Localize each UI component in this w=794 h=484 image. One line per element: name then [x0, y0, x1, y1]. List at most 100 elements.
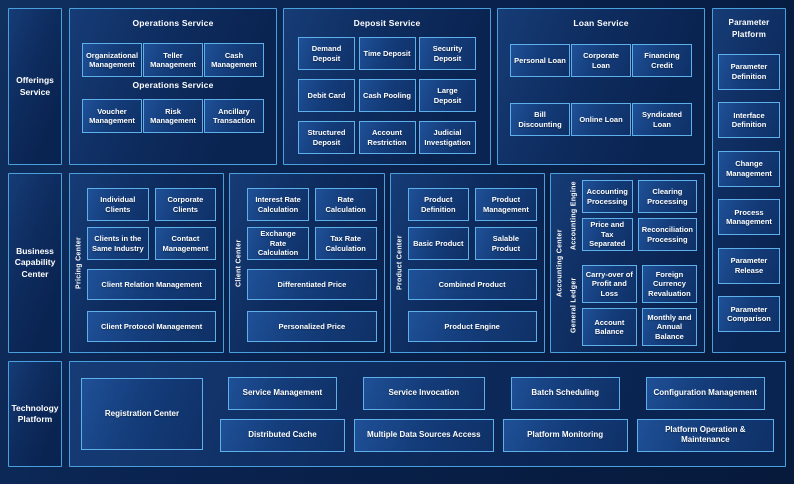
deposit-row-3: Structured Deposit Account Restriction J… — [296, 121, 478, 154]
box-contact-management: Contact Management — [154, 227, 217, 260]
box-accounting-processing: Accounting Processing — [581, 180, 633, 213]
panel-operations-service: Operations Service Organizational Manage… — [69, 8, 277, 165]
operations-service-title: Operations Service — [132, 18, 214, 28]
box-ancillary-transaction: Ancillary Transaction — [204, 99, 264, 133]
accounting-engine-group: Accounting Engine Accounting Processing … — [568, 180, 697, 251]
box-debit-card: Debit Card — [298, 79, 355, 112]
product-grid: Product Definition Product Management Ba… — [407, 188, 537, 260]
box-rate-calculation: Rate Calculation — [314, 188, 377, 221]
box-individual-clients: Individual Clients — [87, 188, 149, 221]
accounting-engine-side-label: Accounting Engine — [570, 181, 578, 250]
panel-parameter-platform: Parameter Platform Parameter Definition … — [712, 8, 786, 353]
box-security-deposit: Security Deposit — [419, 37, 476, 70]
box-personalized-price: Personalized Price — [247, 311, 377, 342]
box-interest-rate-calculation: Interest Rate Calculation — [247, 188, 309, 221]
box-personal-loan: Personal Loan — [510, 44, 570, 77]
panel-deposit-service: Deposit Service Demand Deposit Time Depo… — [283, 8, 491, 165]
box-batch-scheduling: Batch Scheduling — [510, 376, 620, 410]
box-corporate-clients: Corporate Clients — [154, 188, 217, 221]
pricing-center-content: Individual Clients Corporate Clients Cli… — [87, 180, 217, 346]
box-exchange-rate-calculation: Exchange Rate Calculation — [247, 227, 309, 260]
offerings-service-label: Offerings Service — [8, 8, 62, 165]
parameter-platform-title: Parameter Platform — [729, 17, 770, 41]
box-foreign-currency-revaluation: Foreign Currency Revaluation — [641, 265, 697, 303]
box-basic-product: Basic Product — [407, 227, 470, 260]
operations-row-2: Voucher Management Risk Management Ancil… — [82, 99, 264, 133]
loan-service-title: Loan Service — [573, 18, 629, 28]
box-clearing-processing: Clearing Processing — [637, 180, 697, 213]
box-account-balance: Account Balance — [581, 308, 637, 346]
box-tax-rate-calculation: Tax Rate Calculation — [314, 227, 377, 260]
panel-loan-service: Loan Service Personal Loan Corporate Loa… — [497, 8, 705, 165]
panel-client-center: Client Center Interest Rate Calculation … — [229, 173, 385, 353]
box-combined-product: Combined Product — [407, 269, 537, 300]
box-platform-monitoring: Platform Monitoring — [502, 418, 628, 452]
box-online-loan: Online Loan — [571, 103, 631, 136]
box-price-and-tax-separated: Price and Tax Separated — [581, 218, 633, 251]
accounting-center-side-label: Accounting Center — [556, 229, 564, 297]
box-platform-operation-maintenance: Platform Operation & Maintenance — [636, 418, 774, 452]
box-process-management: Process Management — [718, 199, 780, 235]
box-carry-over-profit-loss: Carry-over of Profit and Loss — [581, 265, 637, 303]
accounting-groups: Accounting Engine Accounting Processing … — [568, 180, 697, 346]
box-distributed-cache: Distributed Cache — [220, 418, 345, 452]
deposit-row-2: Debit Card Cash Pooling Large Deposit — [296, 79, 478, 112]
client-grid: Interest Rate Calculation Rate Calculati… — [247, 188, 377, 260]
operations-service-subtitle: Operations Service — [132, 80, 214, 90]
general-ledger-group: General Ledger Carry-over of Profit and … — [568, 265, 697, 346]
box-cash-pooling: Cash Pooling — [358, 79, 416, 112]
box-large-deposit: Large Deposit — [419, 79, 476, 112]
parameter-platform-title-line2: Platform — [731, 30, 767, 39]
business-capability-panels: Pricing Center Individual Clients Corpor… — [69, 173, 705, 353]
box-client-protocol-management: Client Protocol Management — [87, 311, 217, 342]
panel-accounting-center: Accounting Center Accounting Engine Acco… — [549, 173, 705, 353]
box-differentiated-price: Differentiated Price — [247, 269, 377, 300]
technology-platform-label: Technology Platform — [8, 361, 62, 467]
deposit-service-title: Deposit Service — [353, 18, 421, 28]
offerings-panels: Operations Service Organizational Manage… — [69, 8, 705, 165]
box-clients-same-industry: Clients in the Same Industry — [87, 227, 149, 260]
box-interface-definition: Interface Definition — [718, 102, 780, 138]
pricing-center-side-label: Pricing Center — [75, 236, 83, 290]
box-multiple-data-sources-access: Multiple Data Sources Access — [353, 418, 494, 452]
business-capability-center-label: Business Capability Center — [8, 173, 62, 353]
box-financing-credit: Financing Credit — [632, 44, 692, 77]
panel-technology-platform: Registration Center Service Management S… — [69, 361, 786, 467]
box-syndicated-loan: Syndicated Loan — [632, 103, 692, 136]
box-parameter-comparison: Parameter Comparison — [718, 296, 780, 332]
box-parameter-release: Parameter Release — [718, 247, 780, 284]
box-product-management: Product Management — [475, 188, 537, 221]
general-ledger-grid: Carry-over of Profit and Loss Foreign Cu… — [581, 265, 697, 346]
pricing-grid: Individual Clients Corporate Clients Cli… — [87, 188, 217, 260]
product-center-side-label: Product Center — [396, 235, 403, 291]
box-demand-deposit: Demand Deposit — [298, 37, 355, 70]
box-organizational-management: Organizational Management — [82, 43, 142, 77]
product-center-content: Product Definition Product Management Ba… — [407, 180, 537, 346]
box-product-definition: Product Definition — [407, 188, 470, 221]
box-monthly-annual-balance: Monthly and Annual Balance — [641, 308, 697, 346]
box-reconciliation-processing: Reconciliation Processing — [637, 218, 697, 251]
box-risk-management: Risk Management — [143, 99, 203, 133]
box-account-restriction: Account Restriction — [358, 121, 416, 154]
parameter-platform-title-line1: Parameter — [728, 18, 770, 27]
box-bill-discounting: Bill Discounting — [510, 103, 570, 136]
client-center-side-label: Client Center — [235, 239, 243, 287]
general-ledger-side-label: General Ledger — [570, 277, 578, 334]
accounting-engine-grid: Accounting Processing Clearing Processin… — [581, 180, 697, 251]
client-center-content: Interest Rate Calculation Rate Calculati… — [247, 180, 377, 346]
box-parameter-definition: Parameter Definition — [718, 53, 780, 90]
box-client-relation-management: Client Relation Management — [87, 269, 217, 300]
loan-row-2: Bill Discounting Online Loan Syndicated … — [510, 103, 692, 136]
box-product-engine: Product Engine — [407, 311, 537, 342]
panel-pricing-center: Pricing Center Individual Clients Corpor… — [69, 173, 225, 353]
box-corporate-loan: Corporate Loan — [571, 44, 631, 77]
panel-product-center: Product Center Product Definition Produc… — [389, 173, 545, 353]
box-service-management: Service Management — [228, 376, 337, 410]
box-teller-management: Teller Management — [143, 43, 203, 77]
box-voucher-management: Voucher Management — [82, 99, 142, 133]
box-cash-management: Cash Management — [204, 43, 264, 77]
loan-row-1: Personal Loan Corporate Loan Financing C… — [510, 44, 692, 77]
box-service-invocation: Service Invocation — [362, 376, 485, 410]
operations-row-1: Organizational Management Teller Managem… — [82, 43, 264, 77]
